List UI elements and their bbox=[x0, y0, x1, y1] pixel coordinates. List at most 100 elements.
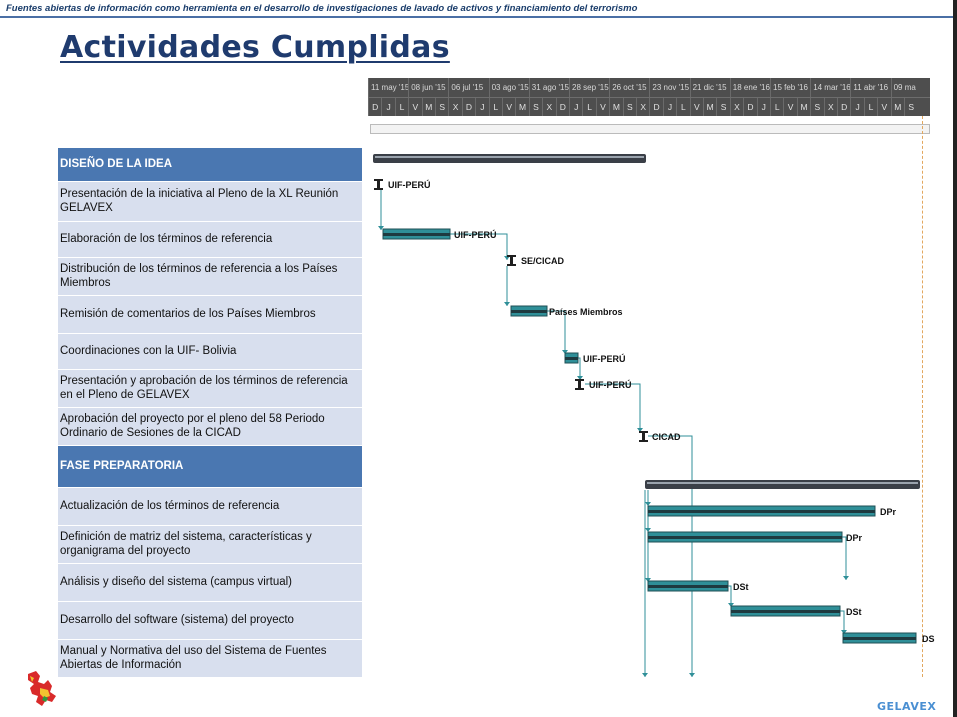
timescale-day-label: J bbox=[381, 98, 394, 116]
timescale-day-label: L bbox=[676, 98, 689, 116]
timescale-day-label: S bbox=[622, 98, 636, 116]
timescale-day-label: L bbox=[863, 98, 877, 116]
phase-row[interactable]: DISEÑO DE LA IDEA bbox=[58, 148, 362, 182]
header-rule bbox=[0, 16, 957, 18]
gantt-task-bar bbox=[730, 605, 841, 617]
timescale-day-label: S bbox=[716, 98, 729, 116]
gantt-milestone-cap bbox=[374, 188, 383, 190]
timescale-day-label: V bbox=[502, 98, 515, 116]
gantt-arrowhead bbox=[689, 673, 695, 677]
timescale-day-label: J bbox=[475, 98, 488, 116]
timescale-day-label: S bbox=[904, 98, 917, 116]
gantt-task-bar bbox=[647, 505, 876, 517]
task-row[interactable]: Coordinaciones con la UIF- Bolivia bbox=[58, 334, 362, 370]
gantt-arrowhead bbox=[843, 576, 849, 580]
timescale-day-label: J bbox=[850, 98, 863, 116]
gantt-arrowhead bbox=[562, 350, 568, 354]
task-row[interactable]: Presentación de la iniciativa al Pleno d… bbox=[58, 182, 362, 222]
gantt-horizontal-scrollbar[interactable] bbox=[370, 124, 930, 134]
gantt-connector bbox=[450, 233, 508, 260]
gantt-summary-bar bbox=[373, 154, 646, 163]
gantt-resource-label: Países Miembros bbox=[549, 307, 623, 317]
gantt-connector bbox=[547, 310, 566, 354]
timescale-day-label: M bbox=[421, 98, 435, 116]
gantt-task-bar-progress bbox=[731, 610, 840, 613]
timescale-day-label: J bbox=[756, 98, 770, 116]
task-row[interactable]: Presentación y aprobación de los término… bbox=[58, 370, 362, 408]
gantt-connector bbox=[585, 383, 641, 432]
timescale-day-label: X bbox=[542, 98, 555, 116]
timescale-day-label: S bbox=[435, 98, 448, 116]
task-row[interactable]: Remisión de comentarios de los Países Mi… bbox=[58, 296, 362, 334]
right-frame-edge bbox=[953, 0, 957, 717]
gantt-task-bar-progress bbox=[383, 233, 450, 236]
gantt-connector bbox=[578, 357, 581, 380]
timescale-day-label: L bbox=[394, 98, 408, 116]
task-row[interactable]: Definición de matriz del sistema, caract… bbox=[58, 526, 362, 564]
gantt-arrowhead bbox=[577, 376, 583, 380]
timescale-day-label: V bbox=[877, 98, 890, 116]
timescale-day-label: D bbox=[555, 98, 569, 116]
gantt-task-bar bbox=[564, 352, 579, 364]
timescale-day-label: X bbox=[448, 98, 461, 116]
task-name: Aprobación del proyecto por el pleno del… bbox=[60, 412, 325, 439]
gantt-resource-label: DSt bbox=[846, 607, 862, 617]
gantt-arrowhead bbox=[645, 578, 651, 582]
gantt-connector bbox=[648, 435, 693, 677]
gantt-arrowhead bbox=[642, 673, 648, 677]
gantt-milestone-cap bbox=[507, 255, 516, 257]
gantt-milestone bbox=[510, 255, 513, 266]
timescale-day-label: V bbox=[595, 98, 609, 116]
timescale-day-label: J bbox=[569, 98, 582, 116]
timescale-week-label: 03 ago '15 bbox=[488, 78, 529, 97]
slide-subtitle: Fuentes abiertas de información como her… bbox=[6, 3, 638, 14]
task-row[interactable]: Manual y Normativa del uso del Sistema d… bbox=[58, 640, 362, 678]
timescale-day-label: L bbox=[770, 98, 783, 116]
timescale-week-label: 18 ene '16 bbox=[729, 78, 770, 97]
gantt-task-bar-progress bbox=[648, 510, 875, 513]
gantt-resource-label: SE/CICAD bbox=[521, 256, 565, 266]
task-row[interactable]: Aprobación del proyecto por el pleno del… bbox=[58, 408, 362, 446]
timescale-day-label: L bbox=[488, 98, 502, 116]
timescale-day-label: D bbox=[461, 98, 475, 116]
timescale-day-label: S bbox=[810, 98, 823, 116]
phase-row[interactable]: FASE PREPARATORIA bbox=[58, 446, 362, 488]
task-name: Distribución de los términos de referenc… bbox=[60, 262, 338, 289]
task-row[interactable]: Actualización de los términos de referen… bbox=[58, 488, 362, 526]
gantt-task-bar bbox=[842, 632, 917, 644]
gantt-milestone-cap bbox=[507, 264, 516, 266]
task-name: Elaboración de los términos de referenci… bbox=[60, 232, 273, 245]
logo-icon bbox=[28, 671, 56, 706]
gantt-current-date-line bbox=[922, 116, 923, 677]
timescale-week-label: 31 ago '15 bbox=[528, 78, 569, 97]
gantt-resource-label: DPr bbox=[846, 533, 863, 543]
gantt-milestone-cap bbox=[639, 440, 648, 442]
gantt-milestone-cap bbox=[639, 431, 648, 433]
slide-header-bar: Fuentes abiertas de información como her… bbox=[0, 0, 957, 18]
gantt-connector bbox=[842, 536, 847, 580]
gantt-arrowhead bbox=[637, 428, 643, 432]
timescale-day-label: V bbox=[689, 98, 703, 116]
gantt-task-bar-progress bbox=[565, 357, 578, 360]
timescale-week-label: 11 may '15 bbox=[368, 78, 409, 97]
gantt-resource-label: DPr bbox=[880, 507, 897, 517]
page-title: Actividades Cumplidas bbox=[60, 30, 450, 65]
task-row[interactable]: Análisis y diseño del sistema (campus vi… bbox=[58, 564, 362, 602]
gantt-resource-label: UIF-PERÚ bbox=[454, 229, 497, 240]
timescale-week-label: 11 abr '16 bbox=[850, 78, 890, 97]
timescale-day-label: J bbox=[662, 98, 676, 116]
timescale-week-label: 06 jul '15 bbox=[448, 78, 488, 97]
gantt-task-bar-progress bbox=[648, 536, 842, 539]
task-row[interactable]: Desarrollo del software (sistema) del pr… bbox=[58, 602, 362, 640]
gantt-resource-label: CICAD bbox=[652, 432, 681, 442]
task-row[interactable]: Elaboración de los términos de referenci… bbox=[58, 222, 362, 258]
timescale-week-label: 28 sep '15 bbox=[569, 78, 609, 97]
phase-name: DISEÑO DE LA IDEA bbox=[60, 157, 173, 170]
gantt-task-bar bbox=[647, 531, 843, 543]
gantt-arrowhead bbox=[504, 302, 510, 306]
timescale-day-label: D bbox=[743, 98, 756, 116]
task-row[interactable]: Distribución de los términos de referenc… bbox=[58, 258, 362, 296]
task-name: Actualización de los términos de referen… bbox=[60, 499, 280, 512]
timescale-day-label: D bbox=[837, 98, 850, 116]
